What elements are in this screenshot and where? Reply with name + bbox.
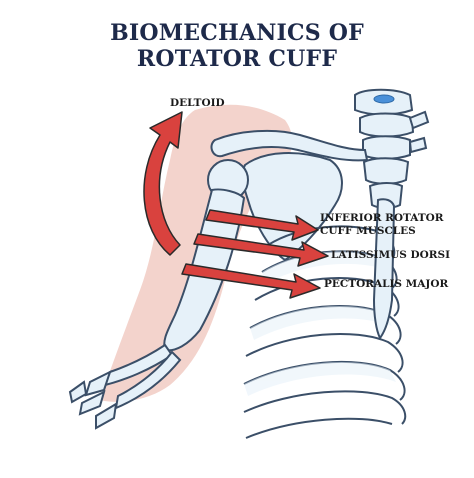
latissimus-dorsi-arrow xyxy=(193,233,329,267)
rib-cage-fill xyxy=(244,251,396,396)
hand-bones xyxy=(68,370,118,430)
label-deltoid: DELTOID xyxy=(170,97,225,109)
label-inferior-line-2: CUFF MUSCLES xyxy=(320,225,416,237)
label-latissimus-dorsi: LATISSIMUS DORSI xyxy=(331,249,451,261)
label-inferior-line-1: INFERIOR ROTATOR xyxy=(320,212,444,224)
label-pectoralis-major: PECTORALIS MAJOR xyxy=(324,278,449,290)
inferior-rotator-cuff-arrow xyxy=(205,209,319,241)
diagram-title-line-1: BIOMECHANICS OF xyxy=(110,20,364,46)
sternum xyxy=(372,198,396,340)
deltoid-arrow xyxy=(143,111,183,256)
label-inferior-rotator-cuff: INFERIOR ROTATOR CUFF MUSCLES xyxy=(320,212,444,238)
scapula xyxy=(241,152,343,262)
pectoralis-major-arrow xyxy=(181,263,321,299)
spine xyxy=(354,88,430,209)
clavicle xyxy=(210,129,369,162)
diagram-title-line-2: ROTATOR CUFF xyxy=(136,46,338,72)
